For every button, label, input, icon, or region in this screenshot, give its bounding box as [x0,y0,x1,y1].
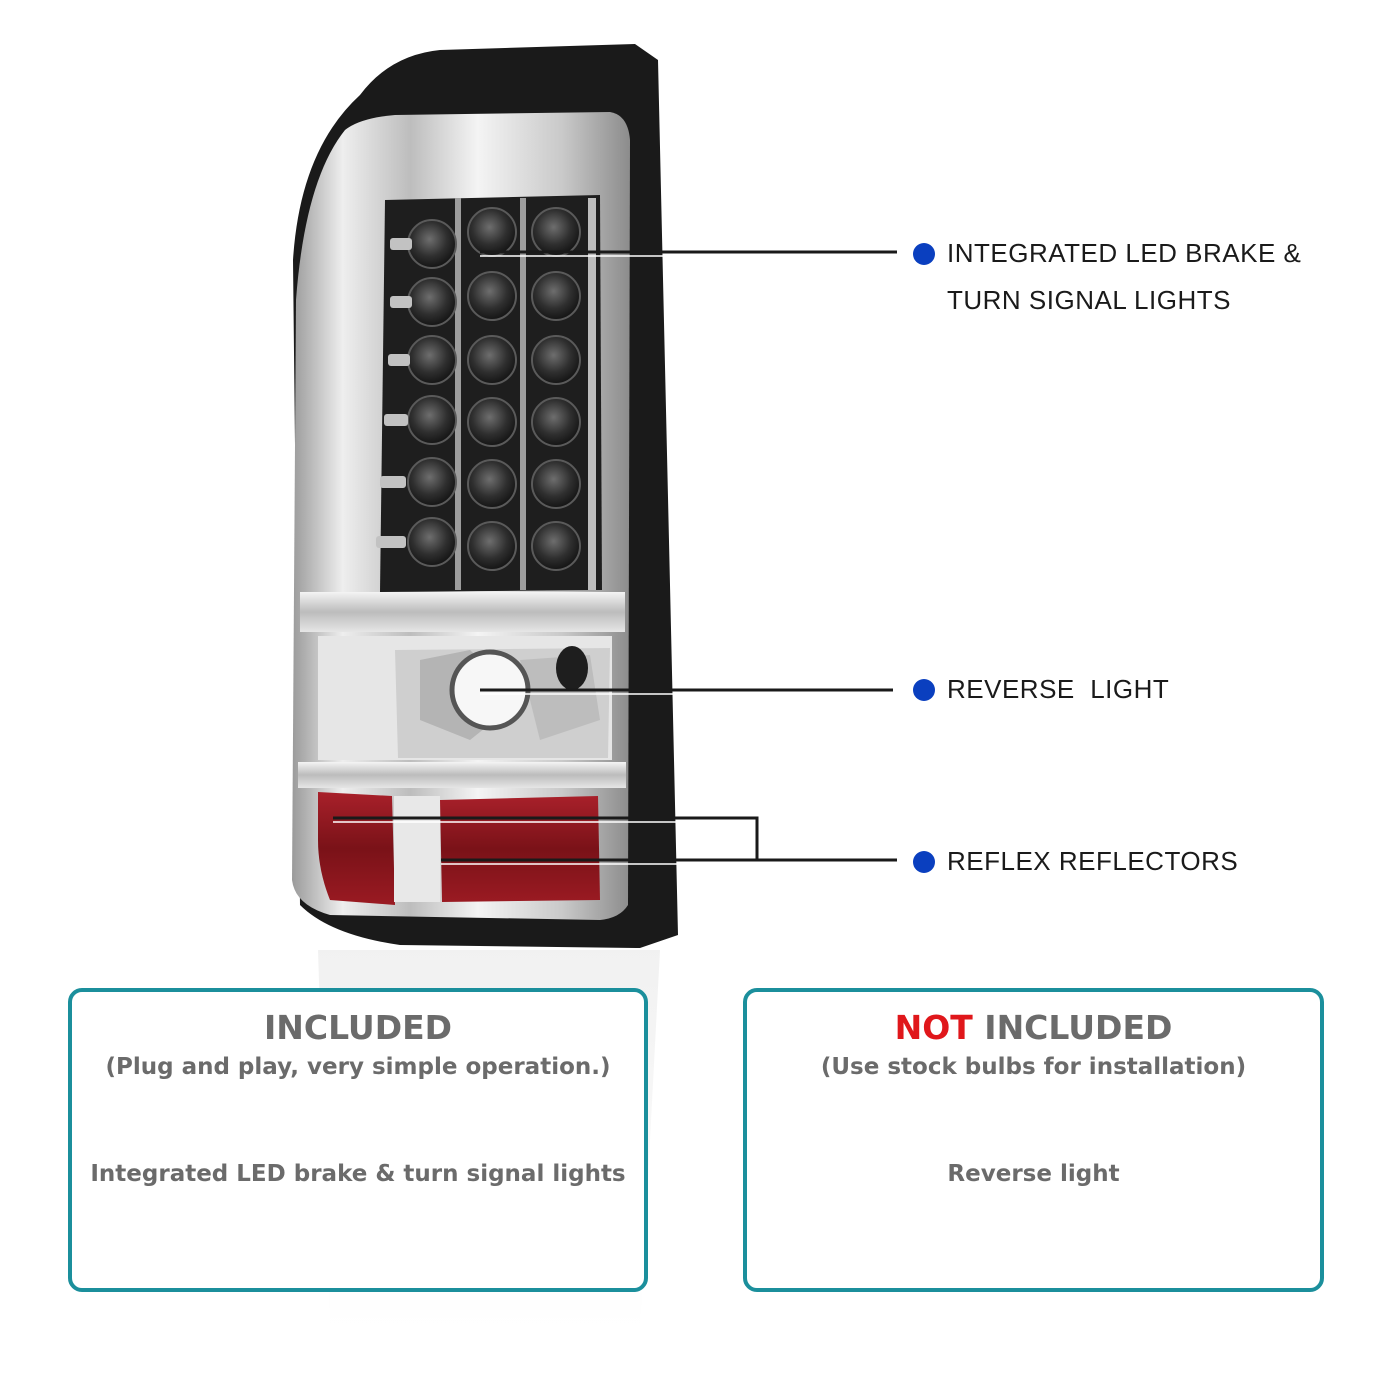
not-included-title: NOT INCLUDED [747,1008,1320,1047]
included-title: INCLUDED [263,1008,453,1047]
included-item: Integrated LED brake & turn signal light… [90,1161,626,1187]
led-array [376,207,581,571]
bullet-dot-icon [913,851,935,873]
included-subtitle: (Plug and play, very simple operation.) [105,1054,611,1080]
reflector-right [440,796,600,902]
bullet-dot-icon [913,243,935,265]
callout-reflex-reflectors: REFLEX REFLECTORS [913,846,1238,885]
not-accent: NOT [894,1008,973,1047]
not-included-title-rest: INCLUDED [972,1008,1173,1047]
callout-label: INTEGRATED LED BRAKE & TURN SIGNAL LIGHT… [947,238,1302,315]
not-included-item: Reverse light [947,1161,1120,1187]
callout-leaders [333,250,897,862]
not-included-subtitle: (Use stock bulbs for installation) [820,1054,1247,1080]
not-included-box: NOT INCLUDED (Use stock bulbs for instal… [743,988,1324,1292]
callout-label: REVERSE LIGHT [947,674,1170,704]
callout-label: REFLEX REFLECTORS [947,846,1239,876]
callout-led-brake: INTEGRATED LED BRAKE & TURN SIGNAL LIGHT… [913,238,1373,324]
reflector-left [318,792,395,905]
bullet-dot-icon [913,679,935,701]
included-box: INCLUDED (Plug and play, very simple ope… [68,988,648,1292]
callout-reverse-light: REVERSE LIGHT [913,674,1169,713]
